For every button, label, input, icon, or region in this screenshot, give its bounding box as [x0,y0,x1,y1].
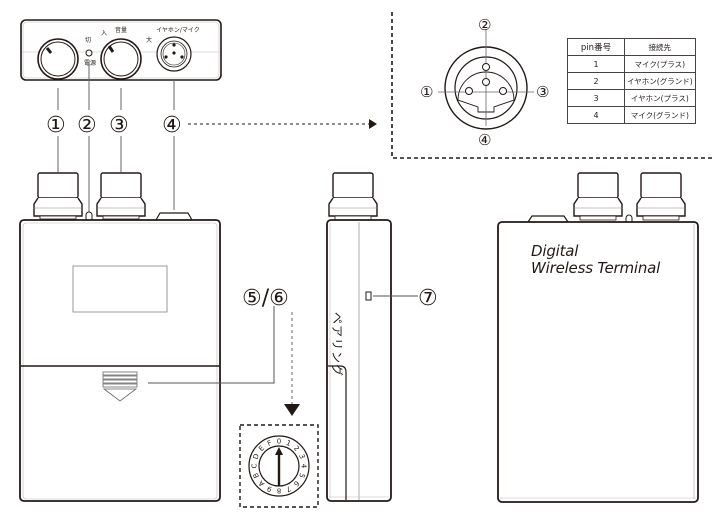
arrow-down-icon [284,404,300,416]
connector-label: イヤホン/マイク [156,27,200,34]
rotary-position-label: 8 [277,487,281,495]
callout-5-6: ⑤/⑥ [242,286,289,311]
volume-knob-front [96,172,146,220]
connector-pinout [438,30,534,130]
top-panel-view: 切 入 電源 音量 大 イヤホン/マイク [20,19,222,81]
rotary-position-label: 9 [266,484,273,493]
callout-3: ③ [109,113,129,138]
brand-label: Digital Wireless Terminal [531,243,660,277]
pairing-label: ペアリング [330,312,344,378]
brand-line-2: Wireless Terminal [531,259,661,277]
pin-number: 1 [567,55,625,73]
power-knob-top [37,38,79,80]
table-row: 1 マイク(プラス) [567,55,696,73]
rotary-position-label: 1 [285,439,292,448]
jack-front [155,212,193,221]
earphone-mic-jack-top [156,36,192,72]
side-view [326,172,392,502]
power-on-label: 入 [101,30,107,37]
volume-label: 音量 [115,26,127,34]
pairing-button [365,291,372,301]
callout-5-6-leader [148,306,275,384]
pin-connection: マイク(プラス) [624,55,696,73]
pin-connection: イヤホン(プラス) [624,89,696,107]
volume-knob-top [100,38,142,80]
rotary-position-label: D [252,453,261,461]
callout-2: ② [77,113,97,138]
battery-cover-latch [102,371,138,402]
rotary-position-label: E [257,444,266,453]
display-window [72,265,168,313]
rotary-position-label: 6 [292,479,301,488]
table-row: 3 イヤホン(プラス) [567,89,696,107]
top-leader-lines [57,62,175,220]
power-led-label: 電源 [84,59,96,67]
pin-label-2: ② [478,16,491,34]
rotary-position-label: B [252,471,261,479]
power-knob-front [33,172,83,220]
pin-connection: イヤホン(グランド) [624,72,696,90]
rotary-position-label: 5 [297,472,306,479]
rotary-position-label: 7 [285,484,292,493]
rotary-position-label: C [251,463,259,468]
table-row: 2 イヤホン(グランド) [567,72,696,90]
pin-label-4: ④ [478,131,491,149]
rotary-position-label: 2 [292,444,301,453]
pin-label-3: ③ [536,83,549,101]
callout-1: ① [46,113,66,138]
pin-number: 2 [567,72,625,90]
pin-connection: マイク(グランド) [624,106,696,124]
table-row: 4 マイク(グランド) [567,106,696,124]
rotary-position-label: A [257,479,266,488]
rotary-pointer-icon [275,447,283,455]
callout-7: ⑦ [418,286,438,311]
power-led-top [85,49,93,57]
callout-4: ④ [162,113,182,138]
connection-header: 接続先 [624,38,696,56]
rotary-position-label: F [266,439,273,448]
pin-number-header: pin番号 [567,38,625,56]
pin-table: pin番号 接続先 1 マイク(プラス) 2 イヤホン(グランド) 3 イヤホン… [567,38,696,124]
pin-number: 3 [567,89,625,107]
rotary-position-label: 4 [300,464,308,469]
front-view [19,172,221,502]
pin-table-header: pin番号 接続先 [567,38,696,56]
power-off-label: 切 [85,37,91,44]
rotary-position-label: 0 [277,438,281,446]
power-led-front [85,211,93,220]
connector-detail-frame [391,12,712,159]
brand-line-1: Digital [531,242,579,260]
pin-number: 4 [567,106,625,124]
pin-label-1: ① [420,83,433,101]
back-view [497,172,699,503]
rotary-position-label: 3 [297,453,306,460]
rotary-detail-frame [239,424,319,508]
volume-max-label: 大 [146,36,152,44]
